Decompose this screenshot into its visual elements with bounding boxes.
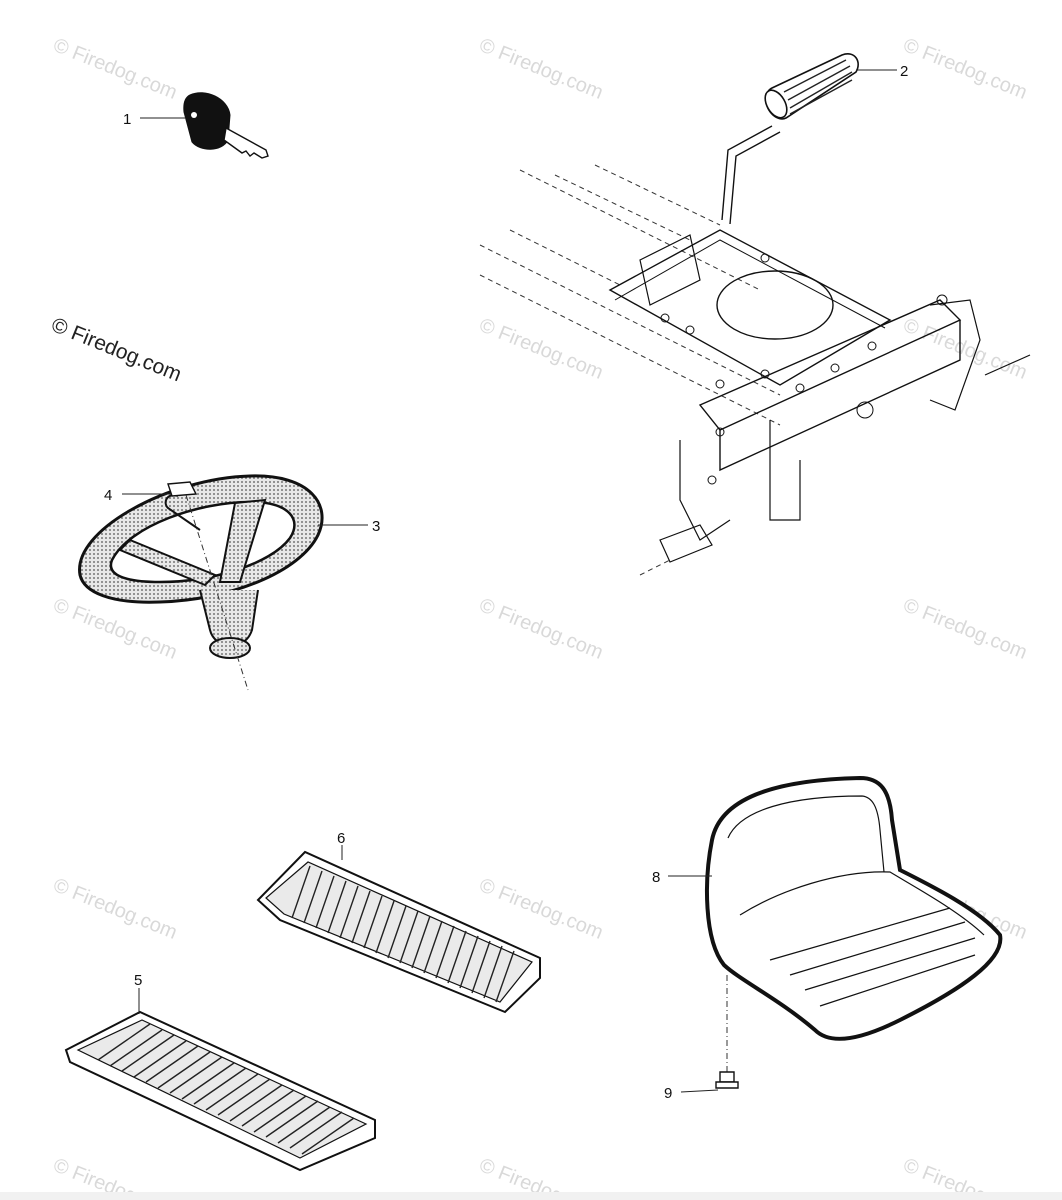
callout-6: 6 [337, 830, 345, 847]
callout-5: 5 [134, 972, 142, 989]
watermark-text: © Firedog.com [476, 34, 606, 104]
callout-2: 2 [900, 63, 908, 80]
chassis-frame-drawing [479, 164, 1031, 576]
steering-wheel-drawing [78, 474, 324, 691]
watermark-text: © Firedog.com [900, 594, 1030, 664]
leader-lines [122, 69, 897, 1093]
callout-4: 4 [104, 487, 112, 504]
main-watermark: © Firedog.com [48, 313, 185, 386]
watermark-text: © Firedog.com [50, 874, 180, 944]
watermark-text: © Firedog.com [476, 874, 606, 944]
lever-grip-drawing [764, 53, 859, 120]
callout-labels: 1 2 3 4 5 6 8 9 [104, 63, 908, 1102]
seat-drawing [705, 775, 1003, 1089]
steering-cap-shape [167, 481, 198, 497]
callout-9: 9 [664, 1085, 672, 1102]
watermark-text: © Firedog.com [900, 314, 1030, 384]
ignition-key-drawing [183, 92, 269, 159]
callout-8: 8 [652, 869, 660, 886]
pedal-pad-lower-drawing [64, 1010, 376, 1172]
watermark-text: © Firedog.com [900, 34, 1030, 104]
watermark-text: © Firedog.com [476, 314, 606, 384]
watermark-text: © Firedog.com [50, 34, 180, 104]
watermark-text: © Firedog.com [50, 594, 180, 664]
bottom-strip [0, 1192, 1062, 1200]
callout-1: 1 [123, 111, 131, 128]
watermark-text: © Firedog.com [476, 594, 606, 664]
pedal-pad-upper-drawing [256, 850, 541, 1014]
callout-3: 3 [372, 518, 380, 535]
